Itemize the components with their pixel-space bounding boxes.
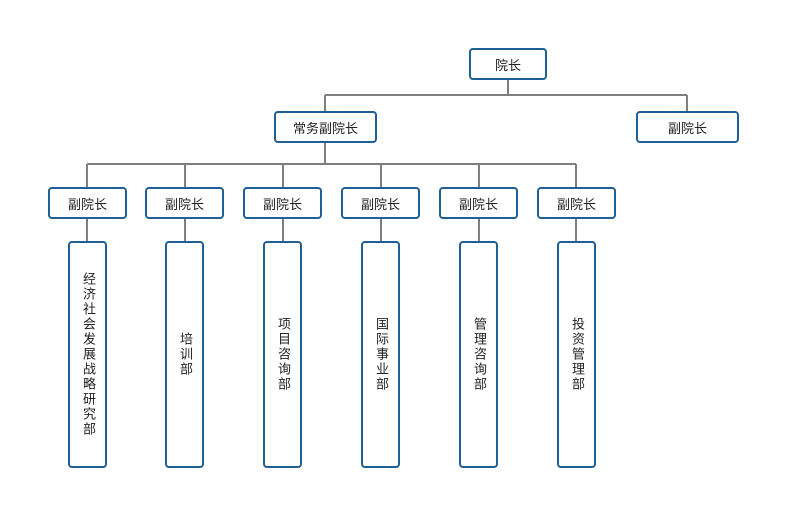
department-international-label: 国际事业部 bbox=[373, 317, 388, 392]
department-project-consulting-label: 项目咨询部 bbox=[275, 317, 290, 392]
department-investment-management-label: 投资管理部 bbox=[569, 317, 584, 392]
connector-root bbox=[324, 79, 688, 111]
vice-president-2-label: 副院长 bbox=[164, 197, 204, 213]
department-box-investment-management[interactable]: 投资管理部 bbox=[557, 241, 596, 468]
vice-president-5-label: 副院长 bbox=[458, 197, 498, 213]
department-box-international[interactable]: 国际事业部 bbox=[361, 241, 400, 468]
vice-president-box-right[interactable]: 副院长 bbox=[636, 111, 739, 143]
president-box[interactable]: 院长 bbox=[469, 48, 547, 80]
vice-president-3-label: 副院长 bbox=[262, 197, 302, 213]
department-training-label: 培训部 bbox=[177, 332, 192, 377]
vice-president-6-label: 副院长 bbox=[556, 197, 596, 213]
vice-president-box-5[interactable]: 副院长 bbox=[439, 187, 518, 219]
connector-executive bbox=[86, 142, 577, 187]
department-box-management-consulting[interactable]: 管理咨询部 bbox=[459, 241, 498, 468]
vice-president-box-3[interactable]: 副院长 bbox=[243, 187, 322, 219]
vice-president-box-1[interactable]: 副院长 bbox=[48, 187, 127, 219]
executive-vice-president-box[interactable]: 常务副院长 bbox=[274, 111, 377, 143]
department-economic-strategy-label: 经济社会发展战略研究部 bbox=[80, 272, 95, 437]
connector-departments bbox=[86, 218, 577, 242]
department-box-economic-strategy[interactable]: 经济社会发展战略研究部 bbox=[68, 241, 107, 468]
vice-president-box-2[interactable]: 副院长 bbox=[145, 187, 224, 219]
vice-president-1-label: 副院长 bbox=[67, 197, 107, 213]
vice-president-box-6[interactable]: 副院长 bbox=[537, 187, 616, 219]
vice-president-4-label: 副院长 bbox=[360, 197, 400, 213]
vice-president-box-4[interactable]: 副院长 bbox=[341, 187, 420, 219]
department-management-consulting-label: 管理咨询部 bbox=[471, 317, 486, 392]
vice-president-right-label: 副院长 bbox=[667, 121, 707, 137]
president-label: 院长 bbox=[494, 58, 521, 74]
executive-vice-president-label: 常务副院长 bbox=[292, 121, 358, 137]
department-box-project-consulting[interactable]: 项目咨询部 bbox=[263, 241, 302, 468]
department-box-training[interactable]: 培训部 bbox=[165, 241, 204, 468]
